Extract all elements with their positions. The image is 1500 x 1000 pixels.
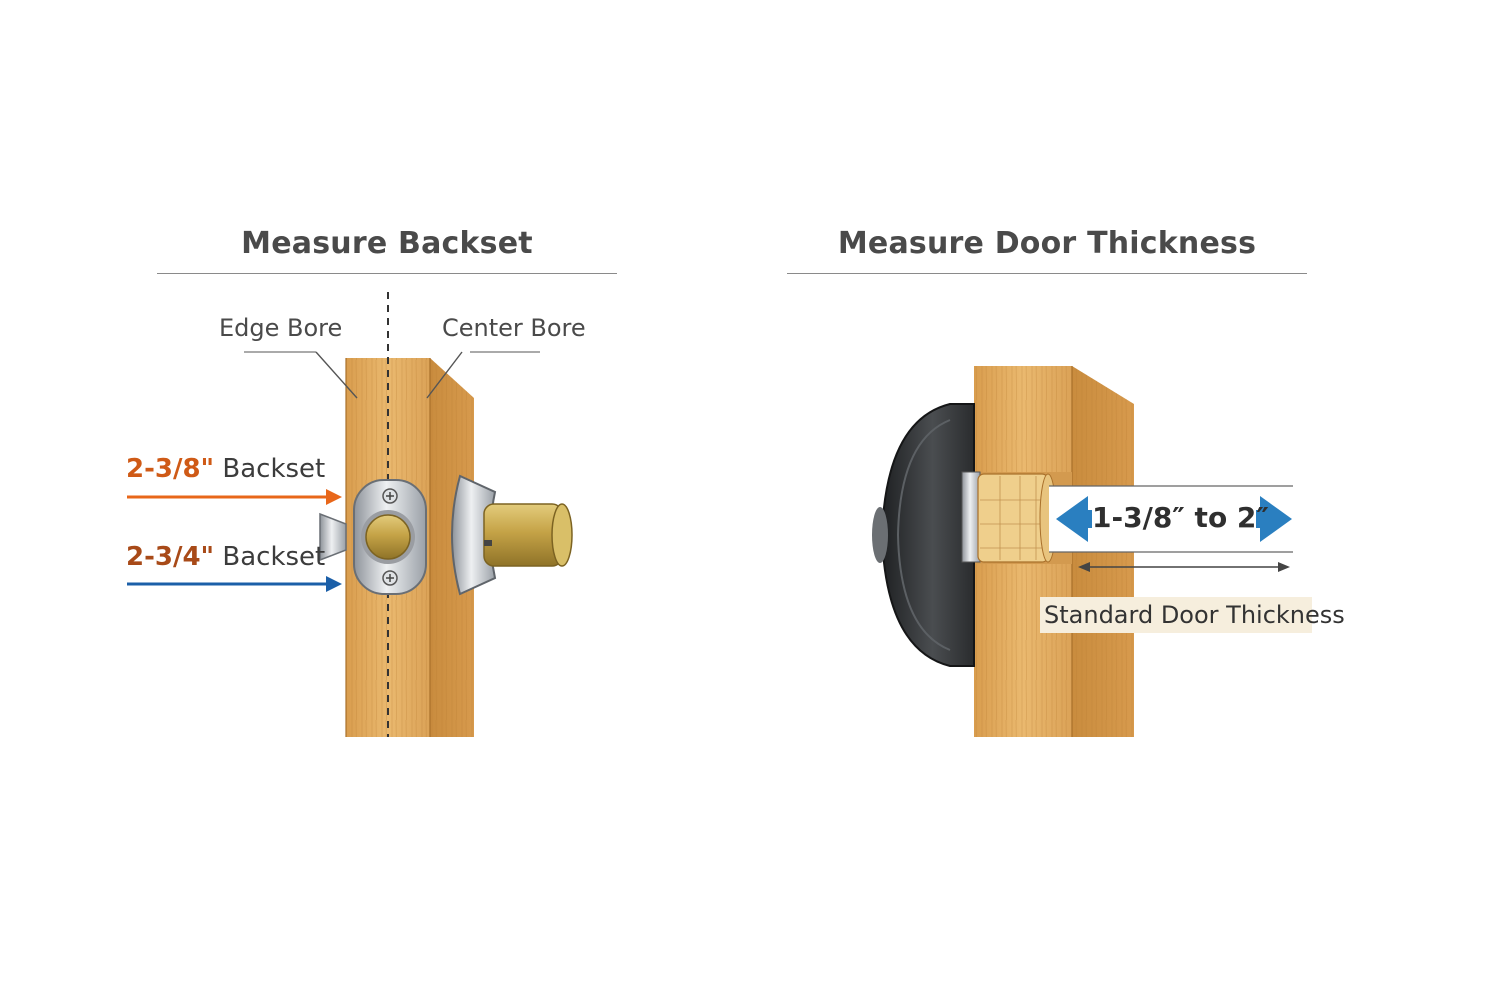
bore-core: [977, 473, 1057, 563]
backset-2-3-4-label: 2-3/4" Backset: [126, 542, 325, 572]
latch-faceplate: [353, 479, 427, 595]
backset-arrow-2-3-8: [127, 489, 342, 505]
edge-bore-label: Edge Bore: [219, 314, 343, 342]
dimension-arrow: [1078, 562, 1290, 572]
thickness-arrow-right: [1256, 496, 1292, 542]
lock-cylinder: [451, 474, 573, 596]
backset-2-3-8-label: 2-3/8" Backset: [126, 454, 325, 484]
backset-value: 2-3/8": [126, 454, 215, 484]
backset-title-rule: [157, 273, 617, 274]
backset-word: Backset: [214, 454, 326, 484]
backset-title: Measure Backset: [241, 226, 533, 261]
latch-bolt: [319, 512, 347, 562]
leader-lines: [244, 351, 540, 399]
door-thickness-title-rule: [787, 273, 1307, 274]
door-thickness-title: Measure Door Thickness: [837, 226, 1257, 261]
deadbolt-body: [872, 403, 981, 667]
center-bore-label: Center Bore: [442, 314, 586, 342]
thickness-arrow-left: [1056, 496, 1092, 542]
thickness-range-label: 1-3/8″ to 2″: [1092, 501, 1269, 534]
backset-value: 2-3/4": [126, 542, 215, 572]
thickness-caption: Standard Door Thickness: [1040, 597, 1345, 633]
backset-arrow-2-3-4: [127, 576, 342, 592]
backset-word: Backset: [214, 542, 326, 572]
